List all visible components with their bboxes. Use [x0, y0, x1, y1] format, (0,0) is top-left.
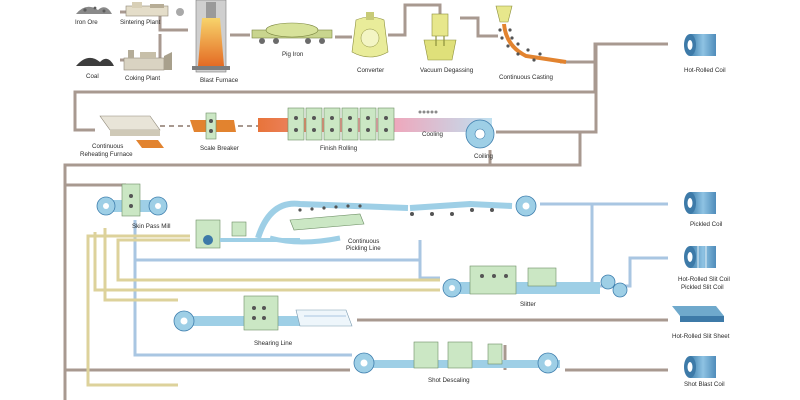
label-slit-coil-2: Pickled Slit Coil	[681, 284, 724, 291]
pickling-line	[195, 195, 537, 249]
label-pickling-2: Pickling Line	[346, 245, 381, 252]
label-shearing-line: Shearing Line	[254, 340, 293, 347]
continuous-casting	[495, 5, 567, 64]
label-slit-coil-1: Hot-Rolled Slit Coil	[678, 276, 730, 283]
label-slitter: Slitter	[520, 301, 536, 308]
shot-descaling	[353, 341, 560, 374]
slit-coil	[684, 246, 716, 268]
skin-pass-flow-lines	[86, 228, 440, 387]
label-slit-sheet: Hot-Rolled Slit Sheet	[672, 333, 730, 340]
slitter	[442, 265, 628, 298]
pig-iron-car	[251, 22, 333, 44]
label-pickled-coil: Pickled Coil	[690, 221, 722, 228]
reheating-furnace	[99, 115, 164, 148]
label-hot-rolled-coil: Hot-Rolled Coil	[684, 67, 726, 74]
label-reheating-2: Reheating Furnace	[80, 151, 133, 158]
label-iron-ore: Iron Ore	[75, 19, 98, 26]
shot-blast-coil	[684, 356, 716, 378]
label-vacuum-degassing: Vacuum Degassing	[420, 67, 474, 74]
vacuum-degassing	[423, 13, 457, 61]
label-sintering-plant: Sintering Plant	[120, 19, 161, 26]
blast-furnace	[192, 0, 230, 73]
cooling-rollers	[418, 110, 438, 114]
label-finish-rolling: Finish Rolling	[320, 145, 358, 152]
pickled-flow-lines	[133, 202, 668, 357]
coal-pile	[76, 57, 114, 66]
shearing-line	[173, 295, 353, 332]
finish-rolling	[258, 107, 492, 141]
label-skin-pass-mill: Skin Pass Mill	[132, 223, 171, 230]
label-continuous-casting: Continuous Casting	[499, 74, 554, 81]
label-coiling: Coiling	[474, 153, 493, 160]
label-pickling-1: Continuous	[348, 238, 379, 245]
coking-plant	[123, 50, 172, 71]
label-scale-breaker: Scale Breaker	[200, 145, 239, 152]
hot-rolled-coil	[684, 34, 716, 56]
rolling-stands	[287, 107, 395, 141]
slit-sheet	[672, 306, 724, 322]
label-cooling: Cooling	[422, 131, 444, 138]
label-blast-furnace: Blast Furnace	[200, 77, 239, 84]
iron-ore-pile	[76, 6, 112, 14]
label-coking-plant: Coking Plant	[125, 75, 160, 82]
label-converter: Converter	[357, 67, 384, 74]
skin-pass-mill	[96, 183, 168, 217]
pickled-coil	[684, 192, 716, 214]
label-pig-iron: Pig Iron	[282, 51, 304, 58]
label-shot-blast-coil: Shot Blast Coil	[684, 381, 725, 388]
label-coal: Coal	[86, 73, 99, 80]
coiler	[465, 119, 495, 149]
scale-breaker	[190, 112, 236, 140]
sintering-plant	[125, 2, 184, 17]
label-reheating-1: Continuous	[92, 143, 123, 150]
converter	[351, 12, 389, 58]
label-shot-descaling: Shot Descaling	[428, 377, 470, 384]
main-flow-lines	[63, 3, 668, 400]
